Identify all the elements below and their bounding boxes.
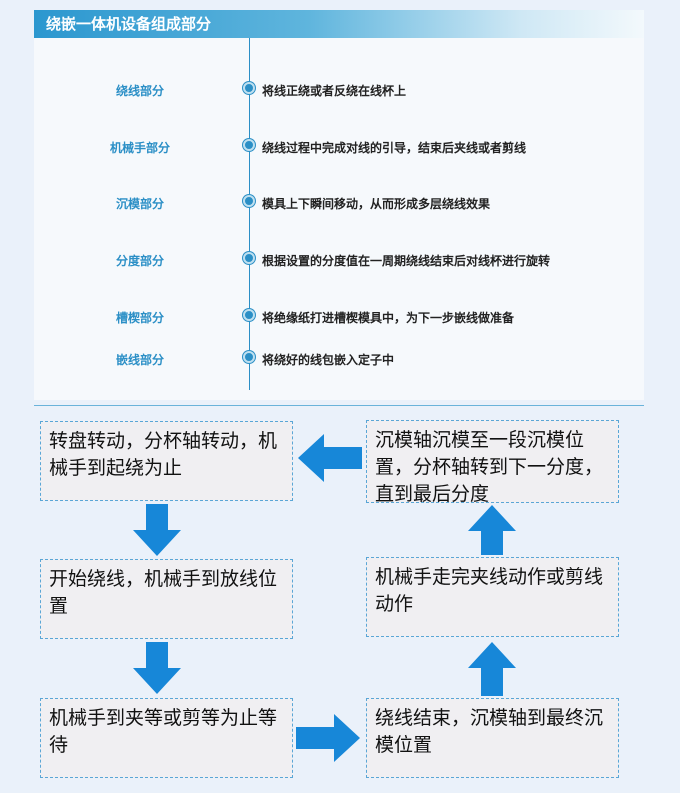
timeline-line bbox=[249, 38, 250, 390]
flow-step-6: 沉模轴沉模至一段沉模位置，分杯轴转到下一分度，直到最后分度 bbox=[366, 420, 619, 505]
component-name-sinking-mold: 沉模部分 bbox=[115, 197, 164, 211]
timeline-dot bbox=[243, 351, 255, 363]
timeline-dot bbox=[243, 82, 255, 94]
component-desc-winding: 将线正绕或者反绕在线杯上 bbox=[262, 84, 407, 98]
timeline-dot bbox=[243, 252, 255, 264]
flow-step-1: 转盘转动，分杯轴转动，机械手到起绕为止 bbox=[40, 421, 293, 501]
flow-step-3: 机械手到夹等或剪等为止等待 bbox=[40, 698, 293, 778]
component-desc-manipulator: 绕线过程中完成对线的引导，结束后夹线或者剪线 bbox=[262, 141, 527, 155]
arrow-left bbox=[296, 432, 362, 484]
arrow-down-1 bbox=[131, 504, 183, 556]
flow-step-5: 机械手走完夹线动作或剪线动作 bbox=[366, 557, 619, 637]
component-name-inserting: 嵌线部分 bbox=[115, 353, 164, 367]
timeline-dot bbox=[243, 195, 255, 207]
arrow-up-1 bbox=[466, 642, 518, 696]
component-name-manipulator: 机械手部分 bbox=[109, 141, 170, 155]
component-desc-sinking-mold: 模具上下瞬间移动，从而形成多层绕线效果 bbox=[262, 197, 491, 211]
flow-step-2: 开始绕线，机械手到放线位置 bbox=[40, 559, 293, 639]
flow-step-4: 绕线结束，沉模轴到最终沉模位置 bbox=[366, 698, 619, 778]
section-header: 绕嵌一体机设备组成部分 bbox=[34, 10, 644, 38]
timeline-dot bbox=[243, 139, 255, 151]
arrow-up-2 bbox=[466, 505, 518, 555]
arrow-down-2 bbox=[131, 642, 183, 694]
arrow-right bbox=[296, 712, 362, 764]
section-divider bbox=[34, 405, 644, 406]
component-name-winding: 绕线部分 bbox=[115, 84, 164, 98]
timeline-dot bbox=[243, 309, 255, 321]
component-name-indexing: 分度部分 bbox=[115, 254, 164, 268]
component-desc-inserting: 将绕好的线包嵌入定子中 bbox=[262, 353, 395, 367]
component-desc-slot-wedge: 将绝缘纸打进槽楔模具中，为下一步嵌线做准备 bbox=[262, 311, 515, 325]
component-name-slot-wedge: 槽楔部分 bbox=[115, 311, 164, 325]
component-desc-indexing: 根据设置的分度值在一周期绕线结束后对线杯进行旋转 bbox=[262, 254, 551, 268]
components-panel bbox=[34, 38, 644, 400]
section-title: 绕嵌一体机设备组成部分 bbox=[46, 15, 212, 33]
